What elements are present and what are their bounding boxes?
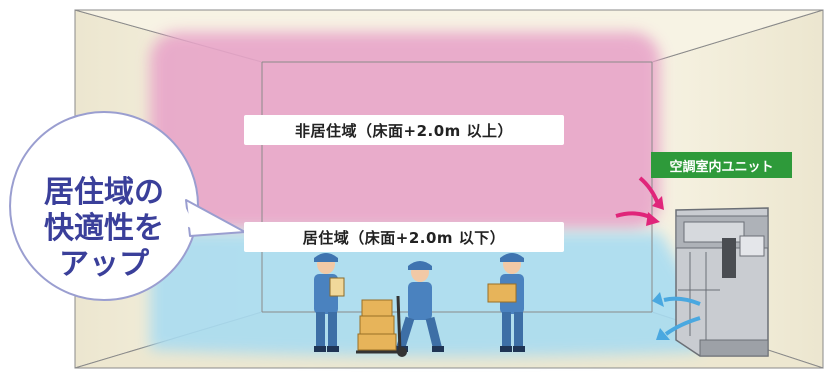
worker-handtruck-icon [356,261,444,357]
lower-zone-label: 居住域（床面+2.0m 以下） [244,222,564,252]
bubble-line-3: アップ [59,247,149,282]
ac-indoor-unit-icon [675,207,769,357]
bubble-text: 居住域の 快適性を アップ [14,175,194,283]
ac-unit-tag: 空調室内ユニット [651,152,792,178]
upper-zone-label: 非居住域（床面+2.0m 以上） [244,115,564,145]
bubble-line-2: 快適性を [44,211,164,246]
speech-bubble [9,110,246,302]
worker-box-icon [487,253,525,352]
bubble-line-1: 居住域の [44,175,164,210]
worker-clipboard-icon [314,253,345,352]
airflow-arrow-icon [652,292,701,340]
pointer-arrow-icon [615,176,664,226]
